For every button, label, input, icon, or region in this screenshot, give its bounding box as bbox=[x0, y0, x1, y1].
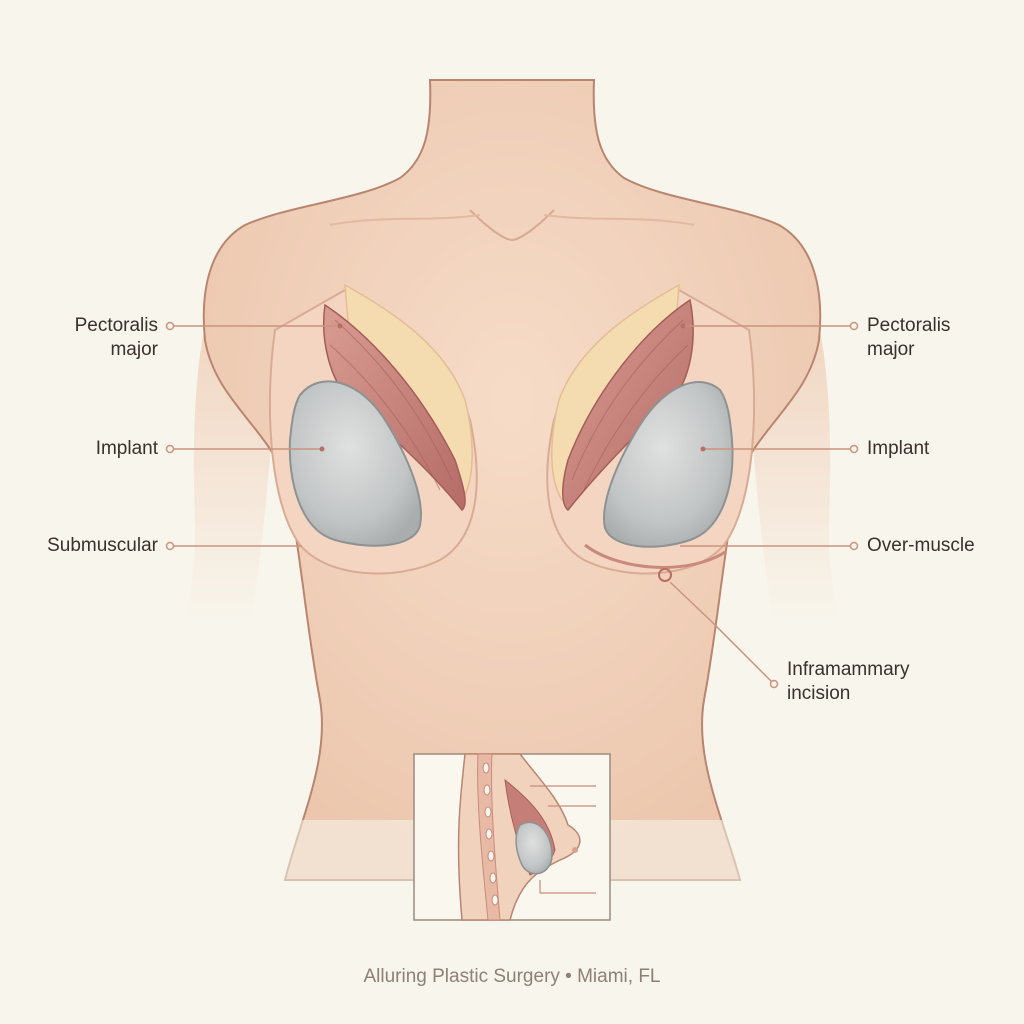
label-right-pectoralis: Pectoralis major bbox=[867, 314, 950, 362]
label-right-overmuscle: Over-muscle bbox=[867, 535, 975, 556]
left-implant bbox=[288, 380, 422, 547]
leader-dot bbox=[165, 444, 175, 454]
right-pectoralis-muscle bbox=[562, 298, 694, 512]
label-right-implant: Implant bbox=[867, 438, 930, 459]
label-line: Inframammary bbox=[787, 659, 910, 680]
leader-dot bbox=[165, 541, 175, 551]
leader-dot bbox=[849, 541, 859, 551]
leader-dot bbox=[849, 444, 859, 454]
leader-dot bbox=[165, 321, 175, 331]
incision-marker bbox=[658, 568, 672, 582]
label-left-pectoralis: Pectoralis major bbox=[40, 314, 158, 362]
right-implant bbox=[603, 381, 734, 548]
side-view-inset bbox=[413, 753, 611, 921]
label-left-submuscular: Submuscular bbox=[47, 535, 158, 556]
label-line: Pectoralis bbox=[74, 315, 158, 336]
label-left-implant: Implant bbox=[95, 438, 158, 459]
label-inframammary-incision: Inframammary incision bbox=[787, 658, 909, 706]
label-line: major bbox=[867, 339, 915, 360]
inframammary-fold bbox=[584, 543, 726, 569]
leader-dot bbox=[769, 679, 779, 689]
label-line: incision bbox=[787, 683, 851, 704]
left-pectoralis-muscle bbox=[322, 303, 466, 512]
footer-credit: Alluring Plastic Surgery • Miami, FL bbox=[363, 966, 661, 987]
label-line: major bbox=[110, 339, 158, 360]
label-line: Pectoralis bbox=[867, 315, 951, 336]
leader-dot bbox=[849, 321, 859, 331]
